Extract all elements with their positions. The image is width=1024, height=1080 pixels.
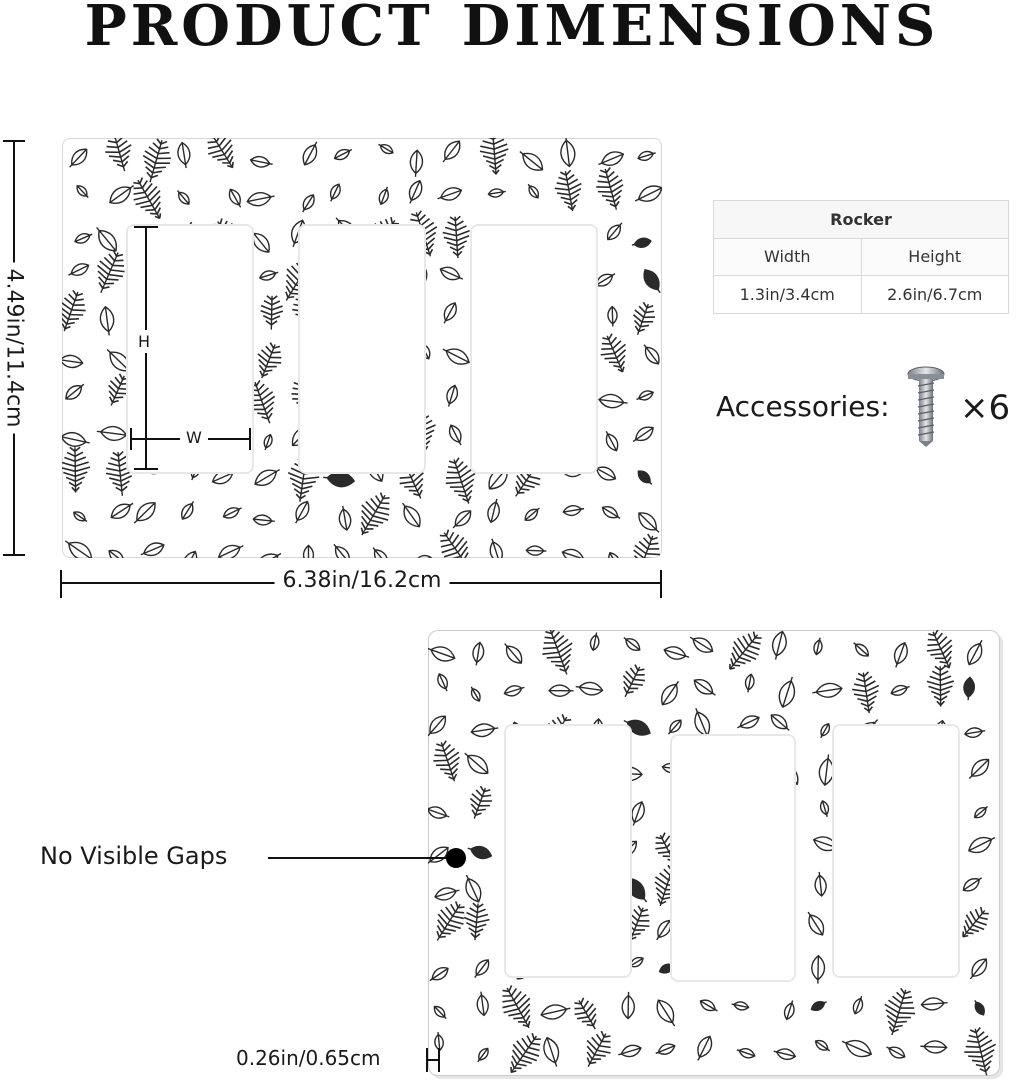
opening-height-tick-bottom	[134, 468, 158, 470]
spec-val-height: 2.6in/6.7cm	[860, 275, 1009, 314]
spec-val-width: 1.3in/3.4cm	[713, 275, 862, 314]
title-word-dimensions: DIMENSIONS	[461, 0, 940, 59]
plate-width-tick-right	[660, 570, 662, 598]
plate-width-tick-left	[60, 570, 62, 598]
plate-height-tick-bottom	[3, 554, 25, 556]
rocker-spec-table: Rocker Width Height 1.3in/3.4cm 2.6in/6.…	[713, 200, 1009, 314]
rocker-opening-angled-1	[506, 726, 630, 976]
callout-leader-line	[268, 857, 454, 859]
opening-height-label: H	[138, 330, 151, 353]
screw-icon	[907, 366, 945, 447]
callout-dot	[446, 848, 466, 868]
plate-height-tick-top	[3, 140, 25, 142]
accessories-label: Accessories:	[716, 390, 890, 423]
spec-header: Rocker	[713, 200, 1009, 239]
plate-width-label: 6.38in/16.2cm	[274, 568, 450, 593]
opening-width-tick-right	[249, 428, 251, 450]
spec-col-height: Height	[860, 237, 1009, 277]
opening-width-label: W	[180, 428, 208, 447]
rocker-opening-angled-2	[672, 736, 794, 980]
rocker-opening-2	[300, 226, 424, 472]
wall-plate-angled	[428, 630, 1000, 1076]
opening-width-tick-left	[130, 428, 132, 450]
rocker-opening-3	[472, 226, 596, 472]
thickness-line	[426, 1059, 440, 1061]
accessories-count: ×6	[960, 388, 1011, 428]
title-word-product: PRODUCT	[84, 0, 434, 59]
callout-label: No Visible Gaps	[40, 842, 228, 870]
rocker-opening-angled-3	[834, 726, 958, 976]
spec-col-width: Width	[713, 237, 862, 277]
thickness-label: 0.26in/0.65cm	[236, 1046, 381, 1070]
opening-height-tick-top	[134, 226, 158, 228]
wall-plate-front	[62, 138, 662, 558]
plate-height-label: 4.49in/11.4cm	[1, 262, 27, 434]
